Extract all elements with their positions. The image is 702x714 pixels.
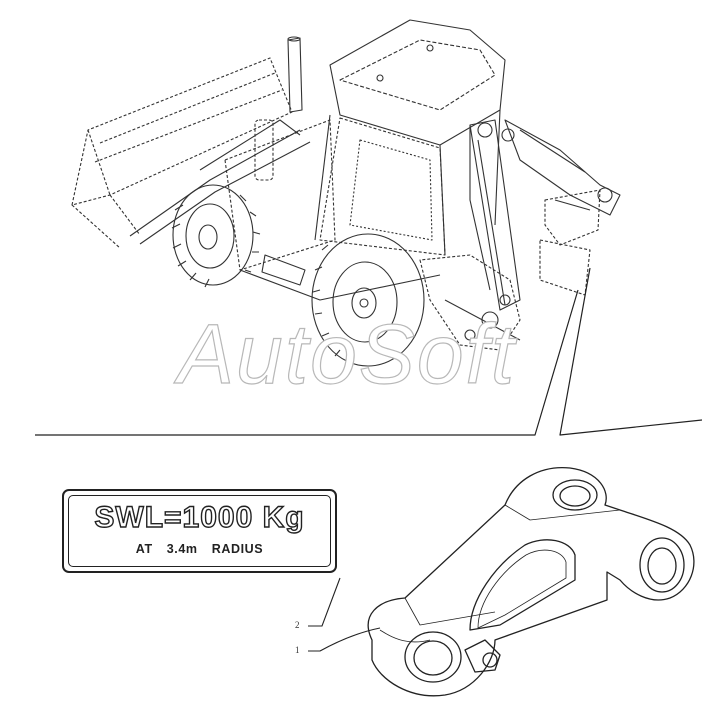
callout-2-leader	[308, 577, 341, 627]
engine-hood	[224, 119, 441, 301]
rear-wheel	[311, 233, 425, 367]
exhaust-stack	[287, 36, 303, 113]
callout-1-leader	[308, 627, 381, 652]
backhoe-boom	[469, 119, 521, 311]
swl-label-line2: AT 3.4m RADIUS	[135, 542, 264, 556]
loader-bucket	[71, 57, 293, 249]
swl-label-line1: SWL=1000 Kg	[94, 500, 305, 534]
loader-arm	[129, 119, 311, 245]
watermark: AutoSoft	[177, 307, 517, 401]
cab	[314, 19, 506, 256]
front-wheel	[171, 184, 261, 288]
callout-number-2: 2	[295, 620, 300, 630]
backhoe-dipper	[504, 119, 621, 296]
callout-number-1: 1	[295, 645, 300, 655]
swl-label-plate-inner-border	[68, 495, 331, 567]
leader-lines	[35, 267, 702, 436]
swl-label-plate: SWL=1000 Kg AT 3.4m RADIUS	[62, 489, 337, 573]
